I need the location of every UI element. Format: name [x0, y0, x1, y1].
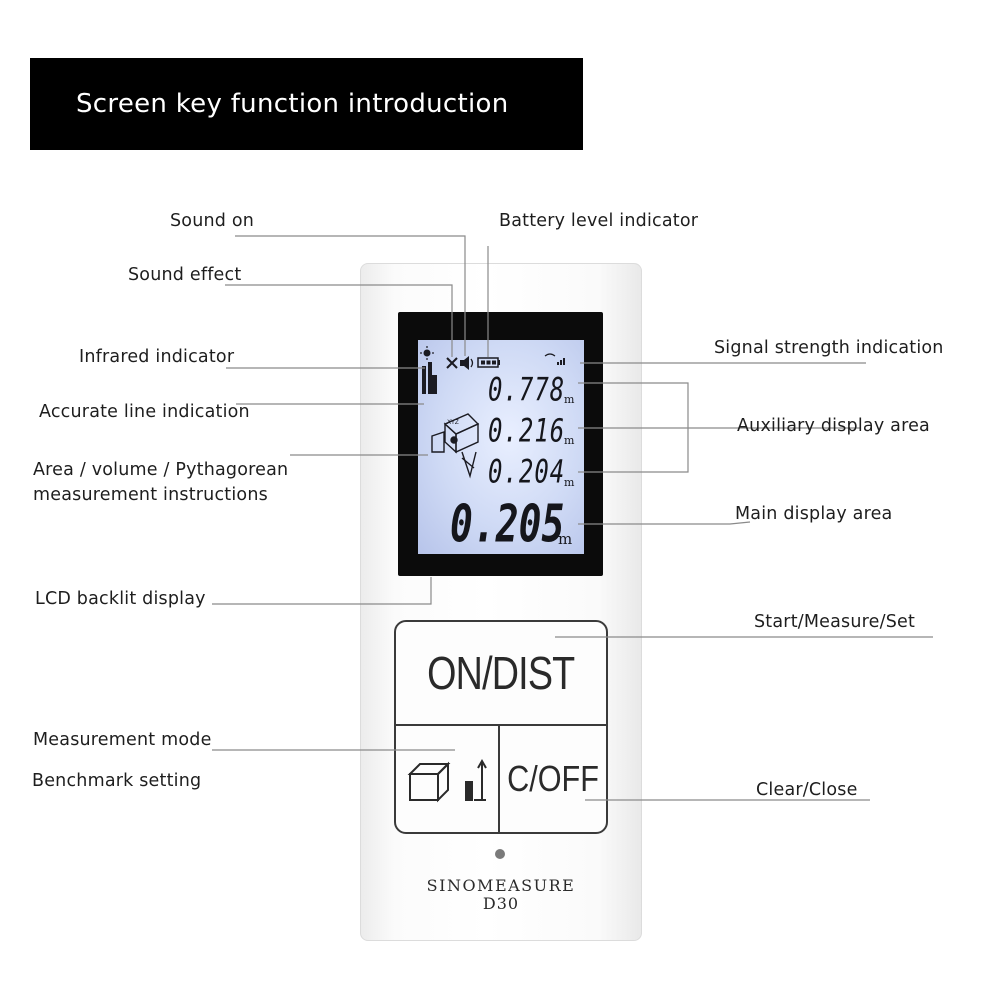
label-auxiliary-display: Auxiliary display area — [737, 416, 930, 436]
label-battery-level: Battery level indicator — [499, 211, 699, 231]
indicator-led — [495, 849, 505, 859]
page-title: Screen key function introduction — [76, 89, 509, 119]
accurate-line-bars-icon — [422, 362, 437, 394]
area-mode-text: XYZ — [447, 419, 459, 426]
infrared-sun-icon — [420, 346, 434, 360]
label-infrared: Infrared indicator — [79, 347, 235, 367]
leader-sound-on — [235, 235, 466, 356]
signal-strength-icon — [544, 353, 565, 365]
label-accurate-line: Accurate line indication — [39, 402, 250, 422]
leader-sound-effect — [225, 284, 453, 357]
label-area-volume-2: measurement instructions — [33, 485, 268, 505]
label-lcd-backlit: LCD backlit display — [35, 589, 206, 609]
aux-reading-2: 0.216 — [488, 412, 566, 450]
model-name: D30 — [482, 894, 520, 913]
sound-effect-icon — [446, 357, 458, 369]
on-dist-button[interactable]: ON/DIST — [396, 622, 606, 726]
lcd-screen — [418, 340, 584, 554]
brand-name: SINOMEASURE — [426, 876, 576, 895]
aux-reading-1: 0.778 — [488, 371, 566, 409]
label-signal-strength: Signal strength indication — [714, 338, 944, 358]
c-off-label: C/OFF — [507, 758, 599, 799]
aux-unit-2: m — [564, 434, 575, 447]
battery-icon — [477, 357, 500, 368]
label-measurement-mode: Measurement mode — [33, 730, 212, 750]
label-clear-close: Clear/Close — [756, 780, 858, 800]
area-volume-mode-icon — [431, 413, 480, 479]
title-banner: Screen key function introduction — [30, 58, 583, 150]
mode-button[interactable] — [396, 726, 500, 832]
label-start-measure: Start/Measure/Set — [754, 612, 916, 632]
mode-button-icons — [407, 758, 487, 803]
label-sound-on: Sound on — [170, 211, 255, 231]
c-off-button[interactable]: C/OFF — [500, 726, 606, 832]
label-benchmark: Benchmark setting — [32, 771, 202, 791]
label-main-display: Main display area — [735, 504, 893, 524]
on-dist-label: ON/DIST — [427, 647, 575, 699]
keypad: ON/DIST C/OFF — [394, 620, 608, 834]
cube-icon — [407, 761, 451, 803]
main-reading: 0.205 — [450, 494, 565, 554]
aux-reading-3: 0.204 — [488, 453, 566, 491]
speaker-icon — [460, 356, 474, 370]
main-unit: m — [558, 530, 573, 548]
aux-unit-3: m — [564, 476, 575, 489]
aux-unit-1: m — [564, 393, 575, 406]
label-sound-effect: Sound effect — [128, 265, 242, 285]
benchmark-icon — [465, 758, 487, 801]
leader-lcd-backlit — [212, 577, 432, 605]
label-area-volume-1: Area / volume / Pythagorean — [33, 460, 289, 480]
leader-main — [578, 521, 751, 525]
